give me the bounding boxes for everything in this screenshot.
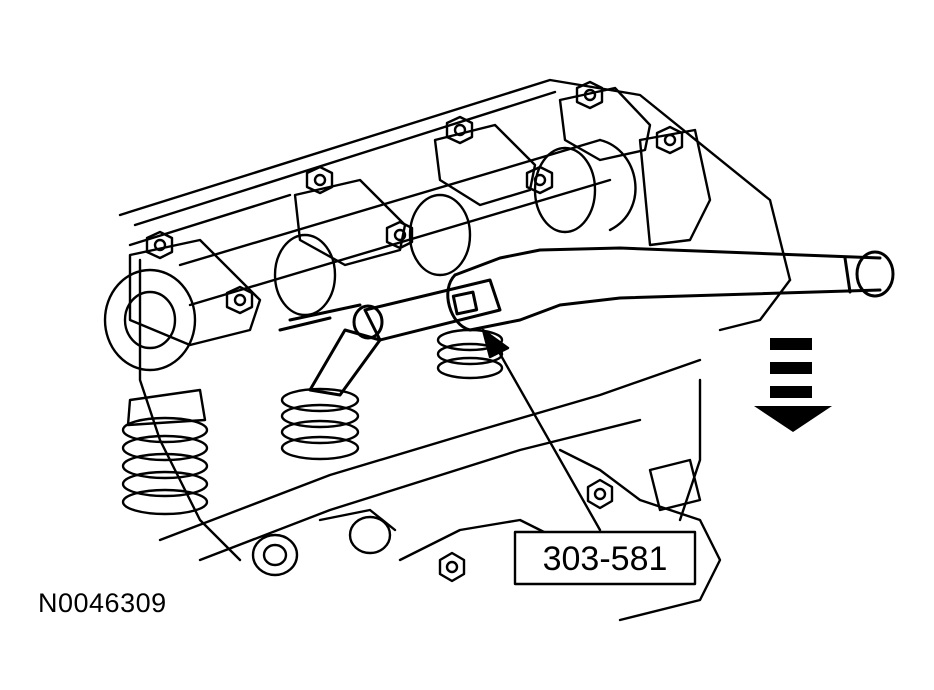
tool-callout-box — [513, 530, 697, 586]
callout-leader — [481, 328, 602, 532]
camshaft — [103, 138, 637, 372]
head-castings — [251, 458, 702, 583]
valve-springs — [121, 328, 504, 516]
valve-spring-compressor-tool — [278, 246, 895, 397]
bolt-icon — [145, 230, 174, 260]
bolt-icon — [385, 220, 414, 250]
cylinder-head-outline — [118, 78, 792, 622]
bolt-icon — [575, 80, 604, 110]
cap-bolts — [145, 80, 684, 315]
figure-id: N0046309 — [38, 588, 167, 618]
bolt-icon — [525, 165, 554, 195]
valve-spring-1 — [121, 388, 209, 516]
bolt-icon — [445, 115, 474, 145]
bolt-icon — [586, 478, 614, 510]
down-arrow-icon — [754, 338, 832, 432]
valve-spring-2 — [280, 387, 360, 461]
bearing-caps — [128, 86, 712, 347]
bolt-icon — [305, 165, 334, 195]
bolt-icon — [225, 285, 254, 315]
bolt-icon — [655, 125, 684, 155]
bolt-icon — [438, 551, 466, 583]
tool-callout-label: 303-581 — [543, 540, 668, 578]
